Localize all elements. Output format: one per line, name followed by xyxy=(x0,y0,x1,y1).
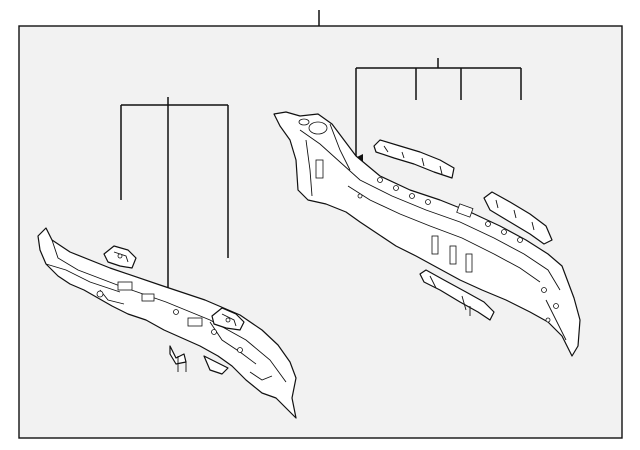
right-upper-reinforcement-a xyxy=(373,139,455,179)
right-rear-panel-group xyxy=(273,58,581,357)
right-upper-reinforcement-b xyxy=(483,191,553,245)
left-leader-lines xyxy=(120,97,229,300)
right-rear-panel xyxy=(273,111,581,357)
right-leader-lines xyxy=(355,58,522,162)
right-lower-cross-member xyxy=(419,269,495,321)
left-rear-panel xyxy=(37,227,297,419)
left-rear-panel-group xyxy=(37,97,297,419)
